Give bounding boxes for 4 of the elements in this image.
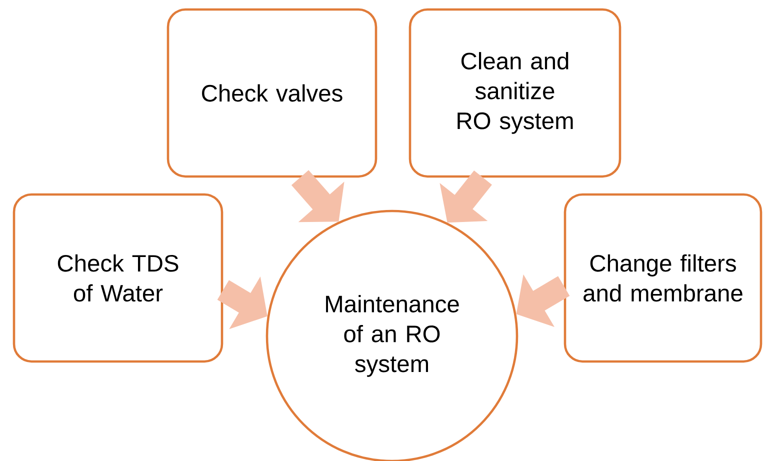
process-box: Change filters and membrane — [564, 193, 762, 363]
process-box: Check TDS of Water — [12, 193, 224, 363]
process-box: Clean and sanitize RO system — [408, 8, 622, 178]
process-box: Check valves — [166, 8, 378, 178]
